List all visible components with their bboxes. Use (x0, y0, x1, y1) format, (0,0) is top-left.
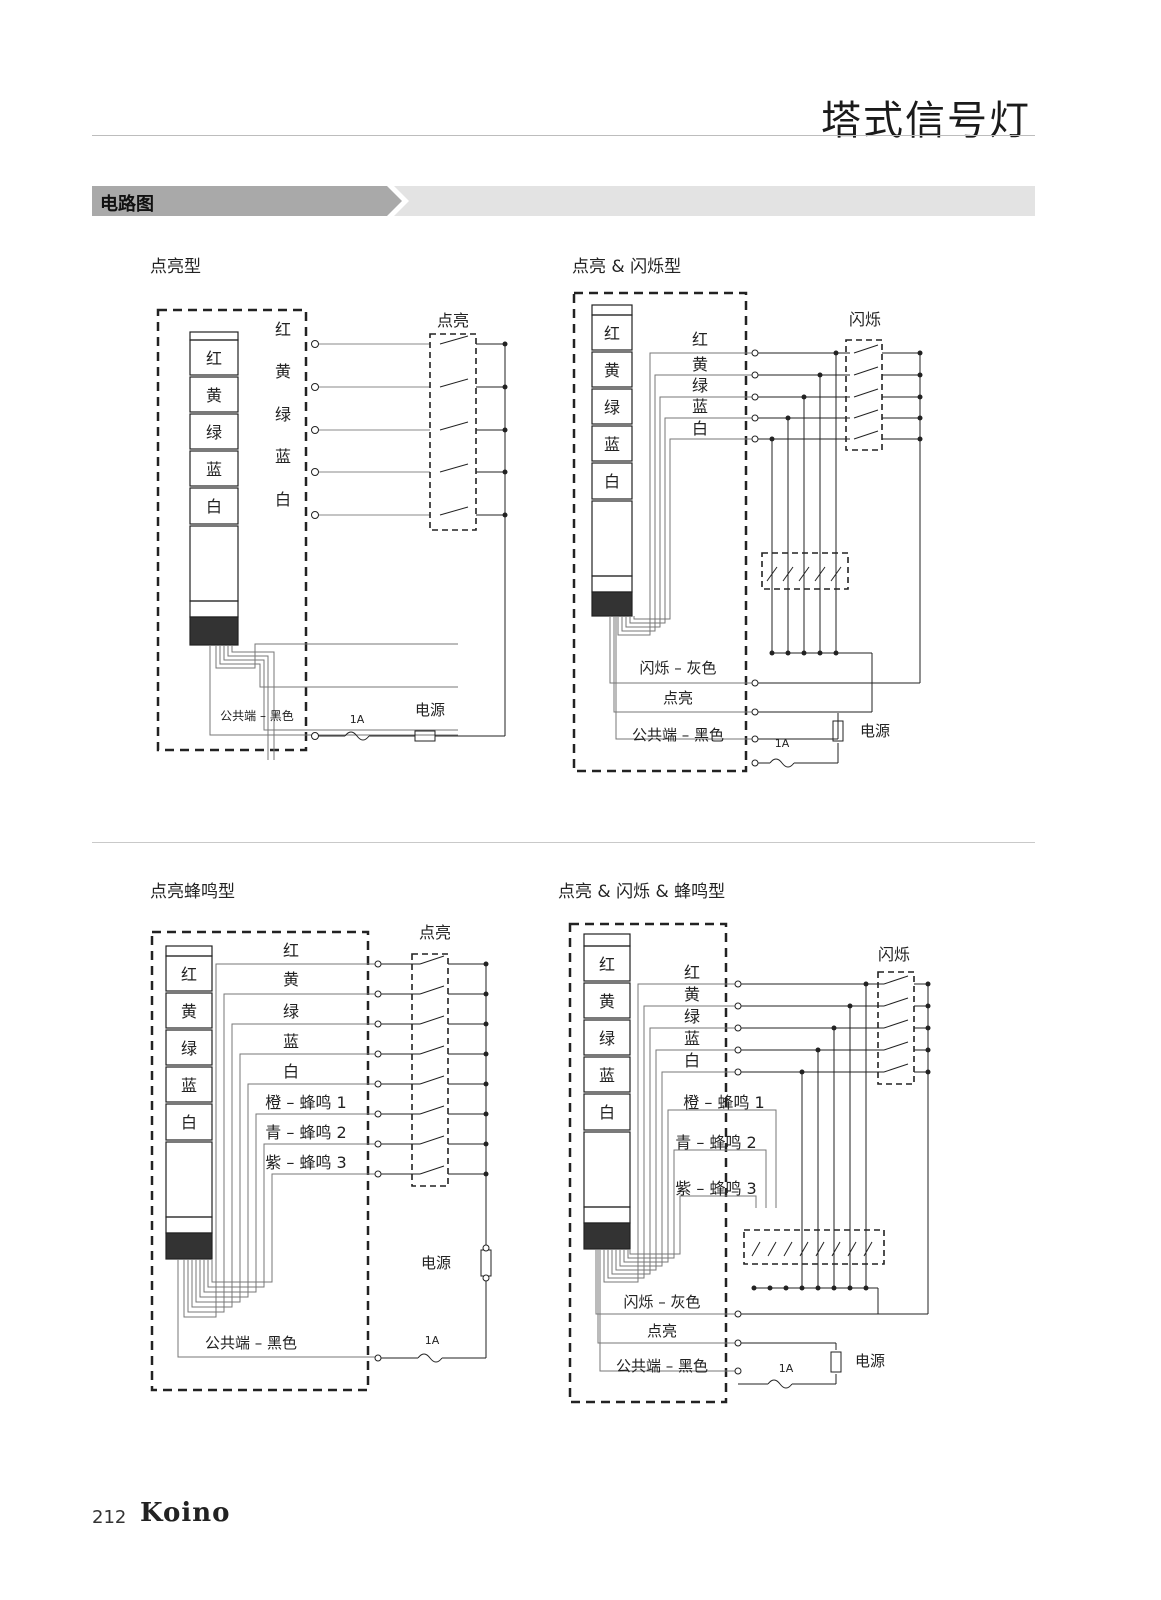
common-label: 公共端 – 黑色 (616, 1357, 708, 1375)
lamp-label: 白 (604, 472, 620, 491)
lamp-label: 绿 (181, 1039, 197, 1058)
section-divider (92, 842, 1035, 843)
lamp-label: 白 (599, 1103, 615, 1122)
page-number: 212 (92, 1507, 127, 1528)
lamp-label: 绿 (599, 1029, 615, 1048)
diagram-title-1: 点亮型 (150, 257, 201, 277)
wire-label: 红 (283, 941, 299, 960)
fuse-label: 1A (425, 1334, 440, 1347)
diagram-title-4: 点亮 & 闪烁 & 蜂鸣型 (558, 882, 726, 902)
wire-label: 绿 (684, 1007, 700, 1026)
lamp-label: 绿 (206, 423, 222, 442)
brand-logo: Koino (140, 1498, 231, 1528)
power-label: 电源 (860, 722, 890, 740)
lamp-label: 黄 (206, 386, 222, 405)
switch-label: 闪烁 (878, 945, 910, 964)
switch-label: 点亮 (437, 311, 469, 330)
lamp-label: 红 (599, 955, 615, 974)
power-label: 电源 (855, 1352, 885, 1370)
common-label: 公共端 – 黑色 (205, 1334, 297, 1352)
lamp-label: 蓝 (181, 1076, 197, 1095)
wire-label: 青 – 蜂鸣 2 (265, 1123, 346, 1142)
section-bar (92, 186, 1035, 216)
switch-label: 点亮 (419, 923, 451, 942)
buzzer-label: 青 – 蜂鸣 2 (675, 1133, 756, 1152)
wire-label: 紫 – 蜂鸣 3 (265, 1153, 346, 1172)
lamp-label: 黄 (604, 361, 620, 380)
wire-label: 黄 (283, 970, 299, 989)
wire-label: 红 (684, 963, 700, 982)
fuse-label: 1A (775, 737, 790, 750)
fuse-label: 1A (779, 1362, 794, 1375)
wire-label: 橙 – 蜂鸣 1 (265, 1093, 346, 1112)
wire-label: 黄 (692, 355, 708, 374)
wire-label: 白 (275, 490, 291, 509)
wire-label: 红 (275, 320, 291, 339)
diagram-title-2: 点亮 & 闪烁型 (572, 257, 682, 277)
flash-label: 闪烁 – 灰色 (639, 659, 716, 677)
fuse-label: 1A (350, 713, 365, 726)
wire-label: 绿 (692, 376, 708, 395)
flash-label: 闪烁 – 灰色 (623, 1293, 700, 1311)
light-label: 点亮 (647, 1322, 677, 1340)
lamp-label: 蓝 (599, 1066, 615, 1085)
section-label: 电路图 (100, 194, 154, 215)
light-label: 点亮 (663, 689, 693, 707)
lamp-label: 白 (206, 497, 222, 516)
wire-label: 白 (283, 1062, 299, 1081)
lamp-label: 红 (206, 349, 222, 368)
diagram-lighting: 红 黄 绿 蓝 白 红 黄 绿 蓝 白 点亮 公共端 – 黑色 1A 电源 (156, 308, 508, 760)
wire-label: 绿 (275, 405, 291, 424)
diagram-lighting-flashing: 红 黄 绿 蓝 白 红 黄 绿 蓝 白 闪烁 闪烁 – 灰色 点亮 公共端 – … (572, 291, 923, 773)
wire-label: 黄 (684, 985, 700, 1004)
lamp-label: 红 (604, 324, 620, 343)
wire-label: 红 (692, 330, 708, 349)
wire-label: 蓝 (692, 397, 708, 416)
page-title: 塔式信号灯 (821, 98, 1031, 144)
wire-label: 蓝 (275, 447, 291, 466)
diagram-title-3: 点亮蜂鸣型 (150, 882, 235, 902)
wire-label: 白 (684, 1051, 700, 1070)
wire-label: 白 (692, 419, 708, 438)
wire-label: 绿 (283, 1002, 299, 1021)
wire-label: 蓝 (283, 1032, 299, 1051)
lamp-label: 红 (181, 965, 197, 984)
lamp-label: 蓝 (206, 460, 222, 479)
lamp-label: 黄 (181, 1002, 197, 1021)
lamp-label: 绿 (604, 398, 620, 417)
buzzer-label: 紫 – 蜂鸣 3 (675, 1179, 756, 1198)
diagram-lighting-buzzer: 红 黄 绿 蓝 白 红 黄 绿 蓝 白 橙 – 蜂鸣 1 青 – 蜂鸣 2 紫 … (150, 923, 492, 1392)
buzzer-label: 橙 – 蜂鸣 1 (683, 1093, 764, 1112)
wire-label: 蓝 (684, 1029, 700, 1048)
lamp-label: 黄 (599, 992, 615, 1011)
power-label: 电源 (421, 1254, 451, 1272)
diagram-lighting-flashing-buzzer: 红 黄 绿 蓝 白 红 黄 绿 蓝 白 橙 – 蜂鸣 1 青 – 蜂鸣 2 紫 … (568, 922, 931, 1404)
power-label: 电源 (415, 701, 445, 719)
common-label: 公共端 – 黑色 (632, 726, 724, 744)
switch-label: 闪烁 (849, 310, 881, 329)
wire-label: 黄 (275, 362, 291, 381)
lamp-label: 白 (181, 1113, 197, 1132)
lamp-label: 蓝 (604, 435, 620, 454)
common-label: 公共端 – 黑色 (220, 709, 294, 723)
header-rule (92, 135, 1035, 136)
